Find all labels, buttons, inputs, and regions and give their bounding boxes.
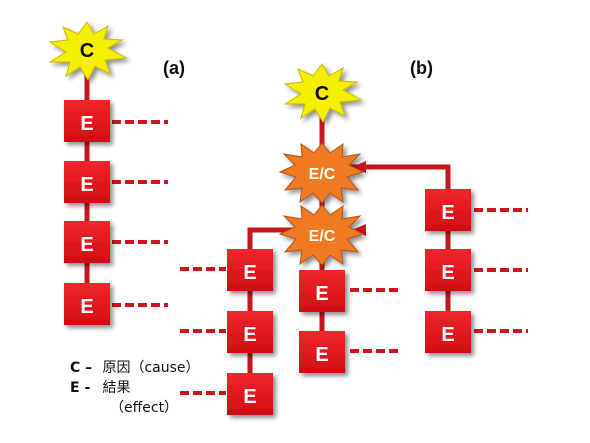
cause-label-b: C <box>315 83 329 105</box>
legend-key-cause: C – <box>70 360 93 376</box>
effect-label: E <box>441 324 454 346</box>
effect-node-b-center-2: E <box>299 331 345 373</box>
diagram-a: C E E E E <box>48 21 168 325</box>
legend-text-cause: 原因（cause） <box>102 360 200 376</box>
effect-node-b-left-2: E <box>227 311 273 353</box>
effect-cause-label: E/C <box>309 228 336 245</box>
effect-label: E <box>315 283 328 305</box>
legend-text-effect: 結果 <box>102 380 131 396</box>
effect-label: E <box>243 324 256 346</box>
legend-text-effect-sub: （effect） <box>110 400 179 416</box>
effect-node-a-4: E <box>64 283 110 325</box>
effect-label: E <box>80 113 93 135</box>
legend-row-effect: E - 結果 <box>70 378 200 398</box>
effect-node-b-right-3: E <box>425 311 471 353</box>
effect-cause-node-2: E/C <box>278 204 365 266</box>
effect-node-a-2: E <box>64 161 110 203</box>
effect-label: E <box>315 344 328 366</box>
legend-row-effect-sub: （effect） <box>70 398 200 418</box>
effect-node-a-1: E <box>64 100 110 142</box>
arrow-b-2 <box>352 224 366 236</box>
effect-node-b-left-3: E <box>227 373 273 415</box>
arrow-b-1 <box>352 161 366 173</box>
effect-node-b-left-1: E <box>227 249 273 291</box>
effect-label: E <box>441 202 454 224</box>
panel-label-a: (a) <box>163 58 185 78</box>
legend-row-cause: C – 原因（cause） <box>70 358 200 378</box>
effect-label: E <box>243 386 256 408</box>
effect-label: E <box>80 296 93 318</box>
effect-node-a-3: E <box>64 221 110 263</box>
effect-cause-label: E/C <box>309 166 336 183</box>
effect-label: E <box>80 174 93 196</box>
cause-label-a: C <box>80 40 94 62</box>
effect-label: E <box>243 262 256 284</box>
effect-node-b-center-1: E <box>299 270 345 312</box>
effect-label: E <box>80 234 93 256</box>
panel-label-b: (b) <box>410 58 433 78</box>
legend-key-effect: E - <box>70 380 91 396</box>
legend: C – 原因（cause） E - 結果 （effect） <box>70 358 200 418</box>
effect-node-b-right-2: E <box>425 249 471 291</box>
effect-node-b-right-1: E <box>425 189 471 231</box>
diagram-b: C E/C E/C E E E E <box>180 63 528 415</box>
effect-label: E <box>441 262 454 284</box>
effect-cause-node-1: E/C <box>278 142 365 204</box>
cause-node-a: C <box>48 21 128 82</box>
cause-node-b: C <box>283 63 363 124</box>
